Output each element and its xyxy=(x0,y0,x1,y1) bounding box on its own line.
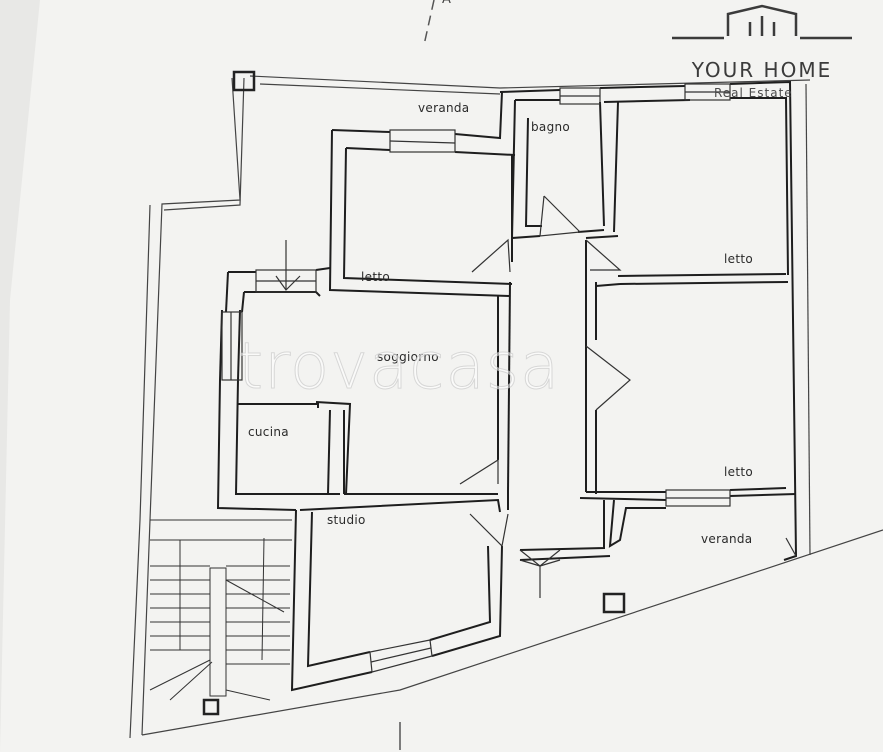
brand-logo: YOUR HOME Real Estate xyxy=(672,4,852,104)
room-label-letto-2: letto xyxy=(724,252,753,266)
column-stair xyxy=(202,698,220,716)
windows xyxy=(221,83,797,673)
section-mark: A xyxy=(442,0,451,7)
section-line-top xyxy=(423,0,435,46)
room-label-cucina: cucina xyxy=(248,425,289,439)
room-label-veranda-bottom: veranda xyxy=(701,532,753,546)
property-boundary xyxy=(129,75,883,739)
brand-subtitle: Real Estate xyxy=(714,86,793,100)
room-label-soggiorno: soggiorno xyxy=(377,350,439,364)
staircase xyxy=(149,519,292,701)
room-label-bagno: bagno xyxy=(531,120,571,134)
column-bottom xyxy=(602,592,626,614)
house-logo-icon xyxy=(672,4,852,40)
walls xyxy=(216,80,798,692)
brand-name: YOUR HOME xyxy=(691,58,833,82)
room-label-letto-3: letto xyxy=(724,465,753,479)
doors xyxy=(275,195,631,598)
room-label-veranda-top: veranda xyxy=(418,101,470,115)
corner-column xyxy=(232,70,256,92)
paper-shadow xyxy=(0,0,40,752)
room-label-studio: studio xyxy=(327,513,366,527)
watermark: trovacasa xyxy=(237,330,561,405)
room-label-letto-1: letto xyxy=(361,270,390,284)
